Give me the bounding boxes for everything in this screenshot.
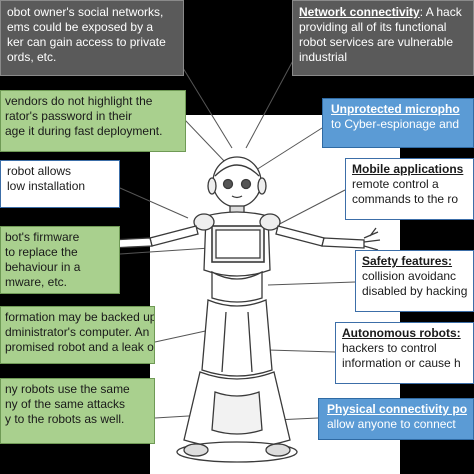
box-line: ny of the same attacks xyxy=(5,397,126,411)
box-installation: robot allows low installation xyxy=(0,160,120,208)
box-line: low installation xyxy=(7,179,86,193)
box-line: information or cause h xyxy=(342,356,461,370)
box-line: hackers to control xyxy=(342,341,437,355)
box-line: obot owner's social networks, xyxy=(7,5,164,19)
robot-base xyxy=(176,299,298,463)
box-title: Safety features: xyxy=(362,254,453,268)
box-line: to Cyber-espionage and xyxy=(331,117,460,131)
box-line: to replace the xyxy=(5,245,78,259)
box-mobile-applications: Mobile applications remote control a com… xyxy=(345,158,474,220)
box-line: rator's password in their xyxy=(5,109,133,123)
box-unprotected-microphone: Unprotected micropho to Cyber-espionage … xyxy=(322,98,474,148)
box-title: Physical connectivity po xyxy=(327,402,468,416)
box-line: y to the robots as well. xyxy=(5,412,125,426)
box-line: ny robots use the same xyxy=(5,382,130,396)
box-line: ems could be exposed by a xyxy=(7,20,154,34)
box-line: ker can gain access to private xyxy=(7,35,166,49)
box-line: allow anyone to connect xyxy=(327,417,456,431)
box-line: industrial xyxy=(299,50,348,64)
box-title: Network connectivity xyxy=(299,5,420,19)
box-autonomous-robots: Autonomous robots: hackers to control in… xyxy=(335,322,474,384)
box-line: bot's firmware xyxy=(5,230,80,244)
box-line: dministrator's computer. An xyxy=(5,325,150,339)
box-title: Mobile applications xyxy=(352,162,464,176)
box-line: promised robot and a leak of xyxy=(5,340,155,354)
box-network-connectivity: Network connectivity: A hack providing a… xyxy=(292,0,474,76)
robot-right-arm xyxy=(275,225,381,251)
robot-torso xyxy=(203,211,271,277)
box-safety-features: Safety features: collision avoidanc disa… xyxy=(355,250,474,312)
box-line: remote control a xyxy=(352,177,439,191)
box-title: Autonomous robots: xyxy=(342,326,461,340)
box-line: providing all of its functional xyxy=(299,20,447,34)
box-line: behaviour in a xyxy=(5,260,81,274)
box-physical-connectivity: Physical connectivity po allow anyone to… xyxy=(318,398,474,440)
box-same-attacks: ny robots use the same ny of the same at… xyxy=(0,378,155,444)
box-line: mware, etc. xyxy=(5,275,68,289)
box-admin-password: vendors do not highlight the rator's pas… xyxy=(0,90,186,152)
box-social-networks: obot owner's social networks, ems could … xyxy=(0,0,184,76)
box-line: ords, etc. xyxy=(7,50,57,64)
box-line: : A hack xyxy=(419,5,462,19)
box-line: commands to the ro xyxy=(352,192,459,206)
box-line: robot allows xyxy=(7,164,72,178)
box-line: disabled by hacking xyxy=(362,284,468,298)
box-line: collision avoidanc xyxy=(362,269,457,283)
robot-head xyxy=(207,156,267,208)
box-title: Unprotected micropho xyxy=(331,102,460,116)
box-backup: formation may be backed up dministrator'… xyxy=(0,306,155,364)
box-line: formation may be backed up xyxy=(5,310,155,324)
box-line: robot services are vulnerable xyxy=(299,35,454,49)
box-line: vendors do not highlight the xyxy=(5,94,153,108)
box-firmware: bot's firmware to replace the behaviour … xyxy=(0,226,120,294)
box-line: age it during fast deployment. xyxy=(5,124,163,138)
